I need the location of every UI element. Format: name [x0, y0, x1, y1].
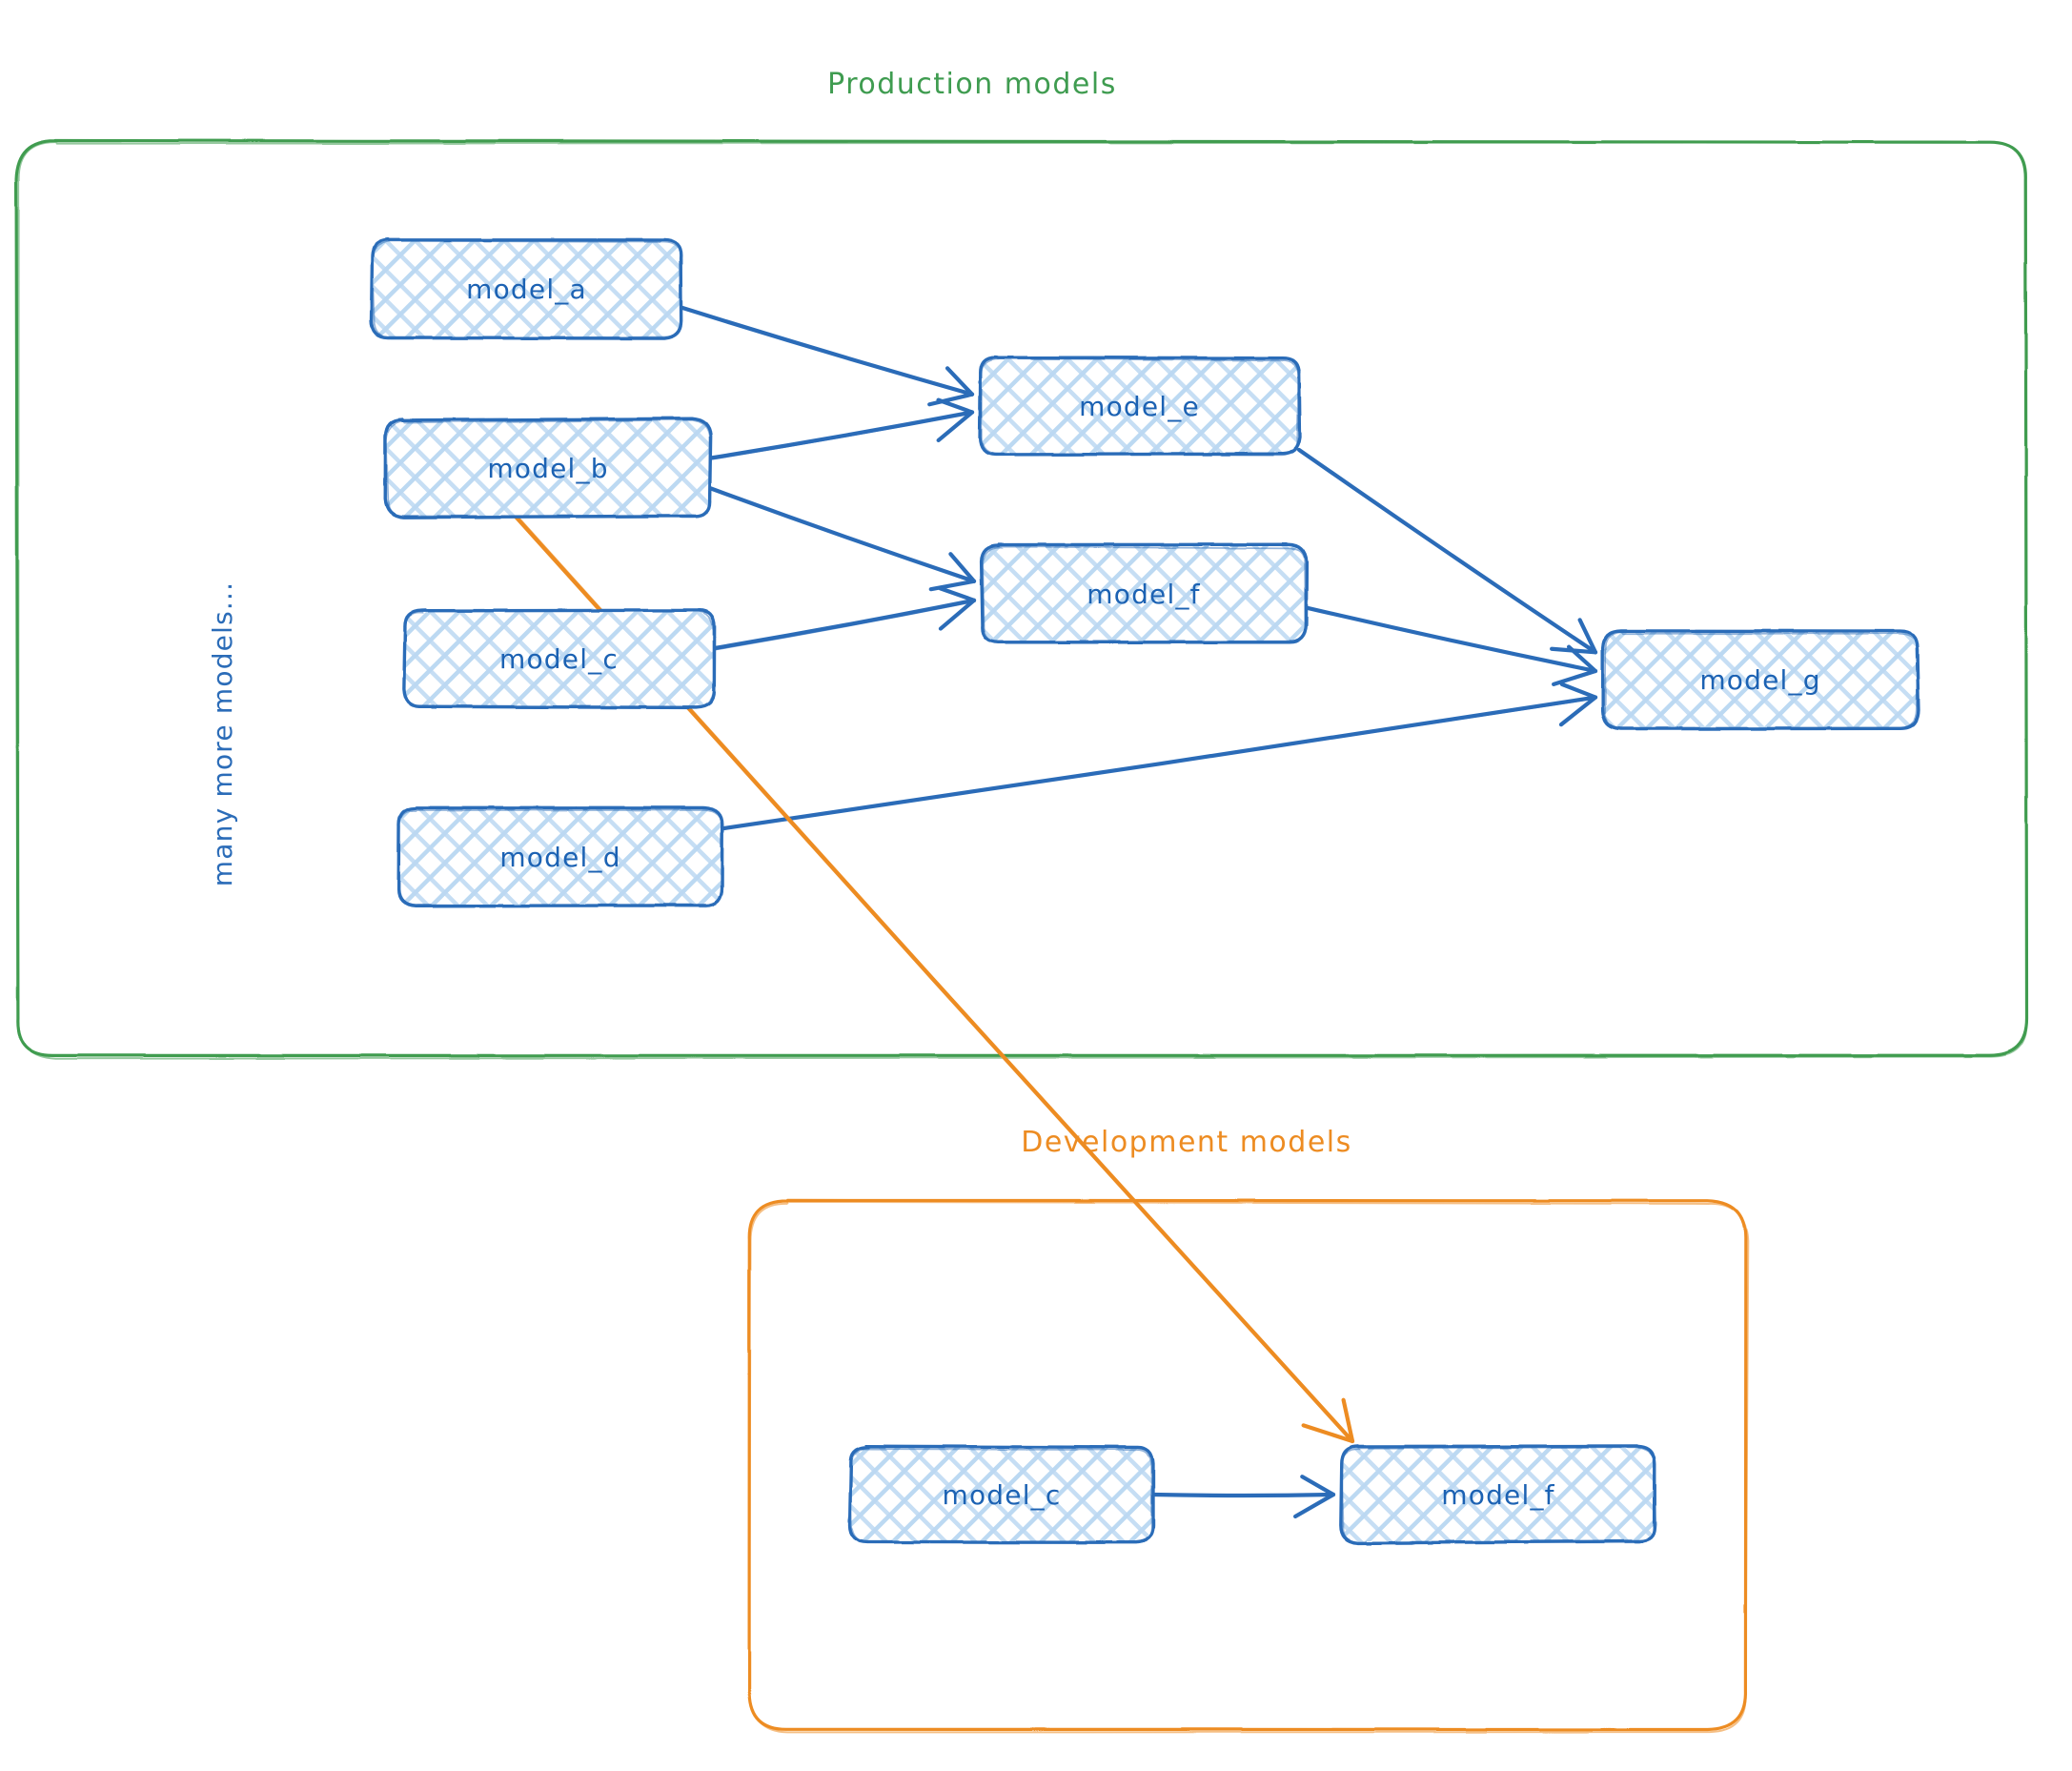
- group-title-development: Development models: [1021, 1126, 1352, 1159]
- edge-devc-to-devf: [1150, 1475, 1336, 1519]
- node-border-ghost: [371, 239, 682, 340]
- node-fill: [849, 1446, 1154, 1542]
- node-fill: [385, 418, 711, 518]
- edge-d-to-g: [720, 682, 1598, 831]
- node-label: model_b: [487, 453, 608, 484]
- node-border-ghost: [982, 545, 1307, 642]
- edge-c-to-f: [711, 586, 977, 651]
- many-more-models-label: many more models...: [207, 581, 238, 886]
- node-prod_model_f[interactable]: model_f: [979, 542, 1309, 644]
- node-fill: [981, 545, 1306, 643]
- node-border-ghost: [403, 609, 715, 709]
- node-dev_model_c[interactable]: model_c: [847, 1444, 1155, 1544]
- node-border-ghost: [397, 809, 724, 908]
- edges-layer: [513, 305, 1598, 1519]
- node-fill: [403, 609, 715, 707]
- node-border-ghost: [385, 418, 711, 519]
- node-prod_model_e[interactable]: model_e: [978, 355, 1302, 457]
- node-prod_model_d[interactable]: model_d: [396, 805, 724, 908]
- node-fill: [397, 807, 723, 906]
- node-border: [979, 542, 1309, 644]
- node-dev_model_f[interactable]: model_f: [1339, 1444, 1657, 1545]
- node-prod_model_a[interactable]: model_a: [369, 237, 683, 340]
- group-container-outline-production: [17, 141, 2028, 1060]
- node-prod_model_g[interactable]: model_g: [1600, 628, 1920, 731]
- node-label: model_g: [1699, 664, 1820, 696]
- node-border-ghost: [980, 357, 1300, 457]
- node-label: model_e: [1079, 391, 1200, 422]
- node-border-ghost: [1604, 630, 1920, 729]
- edge-f-to-g: [1303, 605, 1598, 686]
- group-title-production: Production models: [827, 68, 1117, 101]
- node-fill: [1340, 1446, 1656, 1542]
- edge-a-to-e: [679, 305, 975, 407]
- node-fill: [371, 239, 682, 338]
- node-prod_model_c[interactable]: model_c: [402, 608, 717, 710]
- node-label: model_a: [466, 274, 587, 305]
- node-label: model_d: [499, 842, 620, 873]
- edge-b-to-e: [707, 397, 975, 461]
- node-label: model_c: [943, 1479, 1062, 1511]
- group-container-outline-development: [748, 1200, 1750, 1734]
- group-containers: [14, 138, 2029, 1734]
- node-label: model_c: [499, 643, 619, 675]
- node-border-ghost: [1340, 1446, 1657, 1544]
- edge-e-to-g: [1296, 447, 1598, 655]
- node-prod_model_b[interactable]: model_b: [383, 417, 713, 519]
- node-label: model_f: [1441, 1479, 1554, 1511]
- node-fill: [1602, 630, 1919, 729]
- edge-b-to-f: [707, 486, 977, 592]
- node-fill: [980, 356, 1300, 456]
- node-label: model_f: [1087, 579, 1200, 610]
- node-border-ghost: [849, 1447, 1153, 1544]
- nodes-layer: model_a model_b model_c model_d model_emodel…: [369, 237, 1920, 1545]
- group-container-production: [14, 138, 2029, 1057]
